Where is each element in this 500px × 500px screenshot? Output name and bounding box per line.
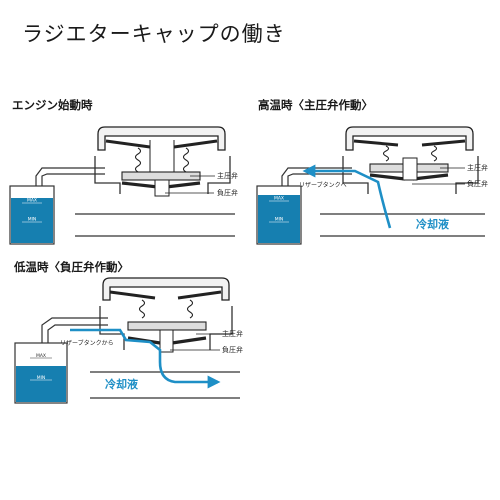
max-label: MAX [274, 196, 284, 202]
reservoir-tank: MAX MIN [9, 185, 55, 245]
reservoir-tank: MAX MIN [14, 342, 68, 404]
filler-neck [99, 306, 233, 350]
main-valve-label: 主圧弁 [217, 171, 238, 180]
coolant-label: 冷却液 [416, 217, 450, 231]
radiator-cap [97, 126, 226, 197]
section-title-engine-start: エンジン始動時 [12, 98, 93, 112]
filler-neck [94, 156, 231, 194]
negative-valve-label: 負圧弁 [467, 179, 488, 188]
overflow-pipe [41, 317, 108, 343]
negative-valve-label: 負圧弁 [222, 345, 243, 354]
page-title: ラジエターキャップの働き [22, 22, 286, 46]
diagram-low-temp: MAX MIN リザーブタンクから 主圧弁 負圧弁 冷却液 [14, 277, 243, 404]
overflow-pipe [35, 167, 105, 186]
section-title-high-temp: 高温時〈主圧弁作動〉 [258, 98, 373, 112]
overflow-pipe [281, 167, 352, 186]
diagram-engine-start: MAX MIN 主圧弁 負圧弁 [9, 126, 238, 245]
reservoir-tank: MAX MIN [256, 185, 302, 245]
coolant-flow-arrow [70, 328, 221, 389]
coolant-flow-arrow [302, 164, 392, 229]
coolant-fill [11, 198, 53, 243]
min-label: MIN [37, 375, 46, 381]
min-label: MIN [275, 217, 284, 223]
diagram-high-temp: MAX MIN リザーブタンクへ 主圧弁 負圧弁 冷却液 [256, 126, 488, 245]
main-valve-label: 主圧弁 [467, 163, 488, 172]
radiator-cap [102, 277, 230, 353]
valve-spring [134, 147, 190, 173]
max-label: MAX [36, 353, 46, 359]
coolant-fill [258, 195, 300, 243]
max-label: MAX [27, 198, 37, 204]
min-label: MIN [28, 217, 37, 223]
section-title-low-temp: 低温時〈負圧弁作動〉 [14, 260, 129, 274]
main-valve-label: 主圧弁 [222, 329, 243, 338]
filler-neck [342, 156, 479, 194]
to-reservoir-label: リザーブタンクへ [299, 181, 347, 189]
valve-spring [138, 299, 194, 319]
coolant-label: 冷却液 [105, 377, 139, 391]
radiator-cap [345, 126, 474, 181]
valve-spring [382, 145, 438, 162]
negative-valve-label: 負圧弁 [217, 188, 238, 197]
coolant-fill [16, 366, 66, 402]
from-reservoir-label: リザーブタンクから [60, 339, 114, 347]
